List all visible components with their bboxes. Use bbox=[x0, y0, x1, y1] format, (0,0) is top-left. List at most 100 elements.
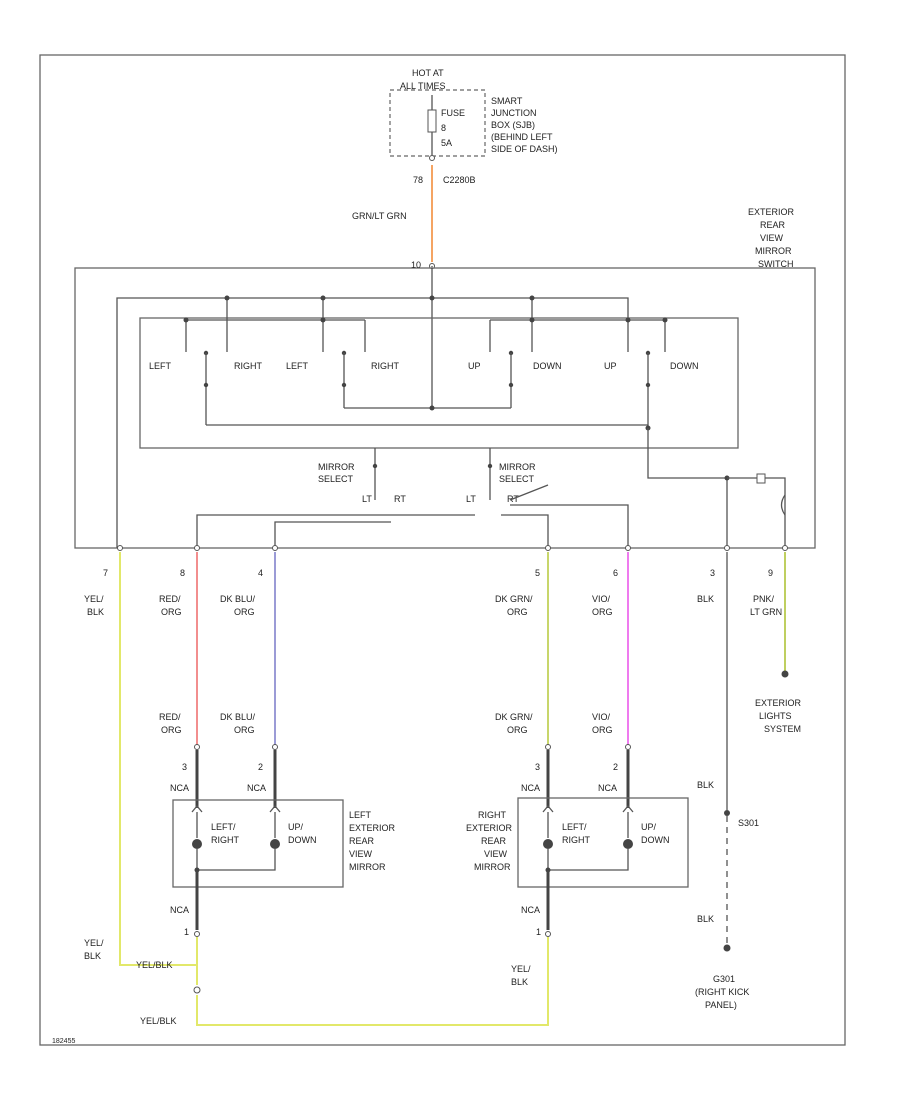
hot-at-label: HOT AT bbox=[412, 68, 444, 78]
right-motor2-label: UP/ bbox=[641, 822, 657, 832]
select-bus-3 bbox=[501, 514, 549, 548]
pin-color: BLK bbox=[87, 607, 104, 617]
pin-terminal bbox=[625, 545, 631, 551]
bus-left-outer bbox=[116, 297, 629, 548]
right-title: REAR bbox=[481, 836, 507, 846]
switch-output-pins: 7 8 4 5 6 3 9 YEL/ BLK RED/ ORG DK BLU/ … bbox=[84, 545, 788, 617]
sjb-line-2: JUNCTION bbox=[491, 108, 537, 118]
mirror-switch-assembly: EXTERIOR REAR VIEW MIRROR SWITCH 10 bbox=[74, 207, 816, 549]
outer-frame bbox=[39, 54, 846, 1046]
left-pin1: 3 bbox=[182, 762, 187, 772]
mirror-select-left-2: SELECT bbox=[318, 474, 354, 484]
pin-terminal bbox=[545, 744, 551, 750]
right-ground-pin: 1 bbox=[536, 927, 541, 937]
switch-label-1: EXTERIOR bbox=[748, 207, 795, 217]
node bbox=[529, 317, 535, 323]
right-wire1-color: ORG bbox=[507, 725, 528, 735]
left-motor2-label: UP/ bbox=[288, 822, 304, 832]
right-ground-conn: NCA bbox=[521, 905, 540, 915]
left-ground-pin: 1 bbox=[184, 927, 189, 937]
lt-right: LT bbox=[466, 494, 476, 504]
illum-path bbox=[727, 477, 786, 548]
fuse-amps: 5A bbox=[441, 138, 452, 148]
right-conn2: NCA bbox=[598, 783, 617, 793]
label-up-1: UP bbox=[468, 361, 481, 371]
connector-symbol bbox=[191, 804, 203, 813]
select-bus-2 bbox=[274, 521, 391, 548]
pin-number: 4 bbox=[258, 568, 263, 578]
right-wire2-color: VIO/ bbox=[592, 712, 611, 722]
connector-symbol bbox=[622, 804, 634, 813]
ground-circuit: BLK S301 BLK G301 (RIGHT KICK PANEL) bbox=[695, 780, 759, 1010]
select-bus-1 bbox=[196, 514, 475, 548]
left-wire2-color: DK BLU/ bbox=[220, 712, 256, 722]
motor-common bbox=[547, 849, 629, 871]
label-right-2: RIGHT bbox=[371, 361, 400, 371]
wire-yel-blk-bottom bbox=[196, 937, 549, 1026]
pivot bbox=[341, 382, 347, 388]
select-link bbox=[509, 484, 549, 501]
left-motor-ud-icon bbox=[270, 839, 280, 849]
node bbox=[429, 405, 435, 411]
node bbox=[529, 295, 535, 301]
right-wire2-color: ORG bbox=[592, 725, 613, 735]
pin-terminal bbox=[625, 744, 631, 750]
pin-color: ORG bbox=[161, 607, 182, 617]
power-source: HOT AT ALL TIMES FUSE 8 5A SMART JUNCTIO… bbox=[352, 68, 558, 262]
pin-color: YEL/ bbox=[84, 594, 104, 604]
splice-terminal bbox=[193, 986, 201, 994]
left-mirror-housing bbox=[172, 799, 344, 888]
sjb-line-4: (BEHIND LEFT bbox=[491, 132, 553, 142]
right-yel-color: YEL/ bbox=[511, 964, 531, 974]
motor-common bbox=[196, 849, 276, 871]
resistor-symbol bbox=[780, 494, 786, 516]
switch-top-pin: 10 bbox=[411, 260, 421, 270]
ground-point-icon bbox=[723, 944, 731, 952]
right-motor1-label: RIGHT bbox=[562, 835, 591, 845]
bottom-labels: YEL/ BLK YEL/BLK YEL/BLK YEL/ BLK 182455 bbox=[52, 938, 531, 1045]
pin-color: ORG bbox=[592, 607, 613, 617]
pin-terminal bbox=[272, 744, 278, 750]
node bbox=[662, 317, 668, 323]
pin-number: 3 bbox=[710, 568, 715, 578]
left-yel-color: YEL/ bbox=[84, 938, 104, 948]
left-motor1-label: RIGHT bbox=[211, 835, 240, 845]
left-yel-color: BLK bbox=[84, 951, 101, 961]
right-mirror: DK GRN/ ORG VIO/ ORG 3 2 NCA NCA LEFT/ R… bbox=[193, 712, 689, 1026]
right-motor-lr-icon bbox=[543, 839, 553, 849]
lights-label-2: LIGHTS bbox=[759, 711, 792, 721]
node bbox=[320, 295, 326, 301]
left-title: EXTERIOR bbox=[349, 823, 396, 833]
ground-blk-top: BLK bbox=[697, 780, 714, 790]
left-title: MIRROR bbox=[349, 862, 386, 872]
right-pin2: 2 bbox=[613, 762, 618, 772]
left-motor-lr-icon bbox=[192, 839, 202, 849]
node bbox=[320, 317, 326, 323]
right-motor2-label: DOWN bbox=[641, 835, 670, 845]
pin-color: RED/ bbox=[159, 594, 181, 604]
ground-path bbox=[647, 428, 728, 548]
bottom-wire-color: YEL/BLK bbox=[140, 1016, 177, 1026]
mirror-select-right-2: SELECT bbox=[499, 474, 535, 484]
left-wire1-color: ORG bbox=[161, 725, 182, 735]
sjb-line-5: SIDE OF DASH) bbox=[491, 144, 558, 154]
ground-desc-1: (RIGHT KICK bbox=[695, 987, 749, 997]
pivot bbox=[203, 382, 209, 388]
fuse-number: 8 bbox=[441, 123, 446, 133]
mirror-select-left-1: MIRROR bbox=[318, 462, 355, 472]
ground-id: G301 bbox=[713, 974, 735, 984]
lights-label-1: EXTERIOR bbox=[755, 698, 802, 708]
switch-label-3: VIEW bbox=[760, 233, 784, 243]
pin-color: PNK/ bbox=[753, 594, 775, 604]
smart-junction-box-outline bbox=[389, 89, 486, 157]
left-mirror: RED/ ORG DK BLU/ ORG 3 2 NCA NCA LEFT/ R… bbox=[159, 712, 396, 985]
label-down-1: DOWN bbox=[533, 361, 562, 371]
label-right-1: RIGHT bbox=[234, 361, 263, 371]
splice-s301 bbox=[724, 810, 730, 816]
pin-color: LT GRN bbox=[750, 607, 782, 617]
pin-color: ORG bbox=[507, 607, 528, 617]
switch-label-5: SWITCH bbox=[758, 259, 794, 269]
switch-housing bbox=[74, 267, 816, 549]
